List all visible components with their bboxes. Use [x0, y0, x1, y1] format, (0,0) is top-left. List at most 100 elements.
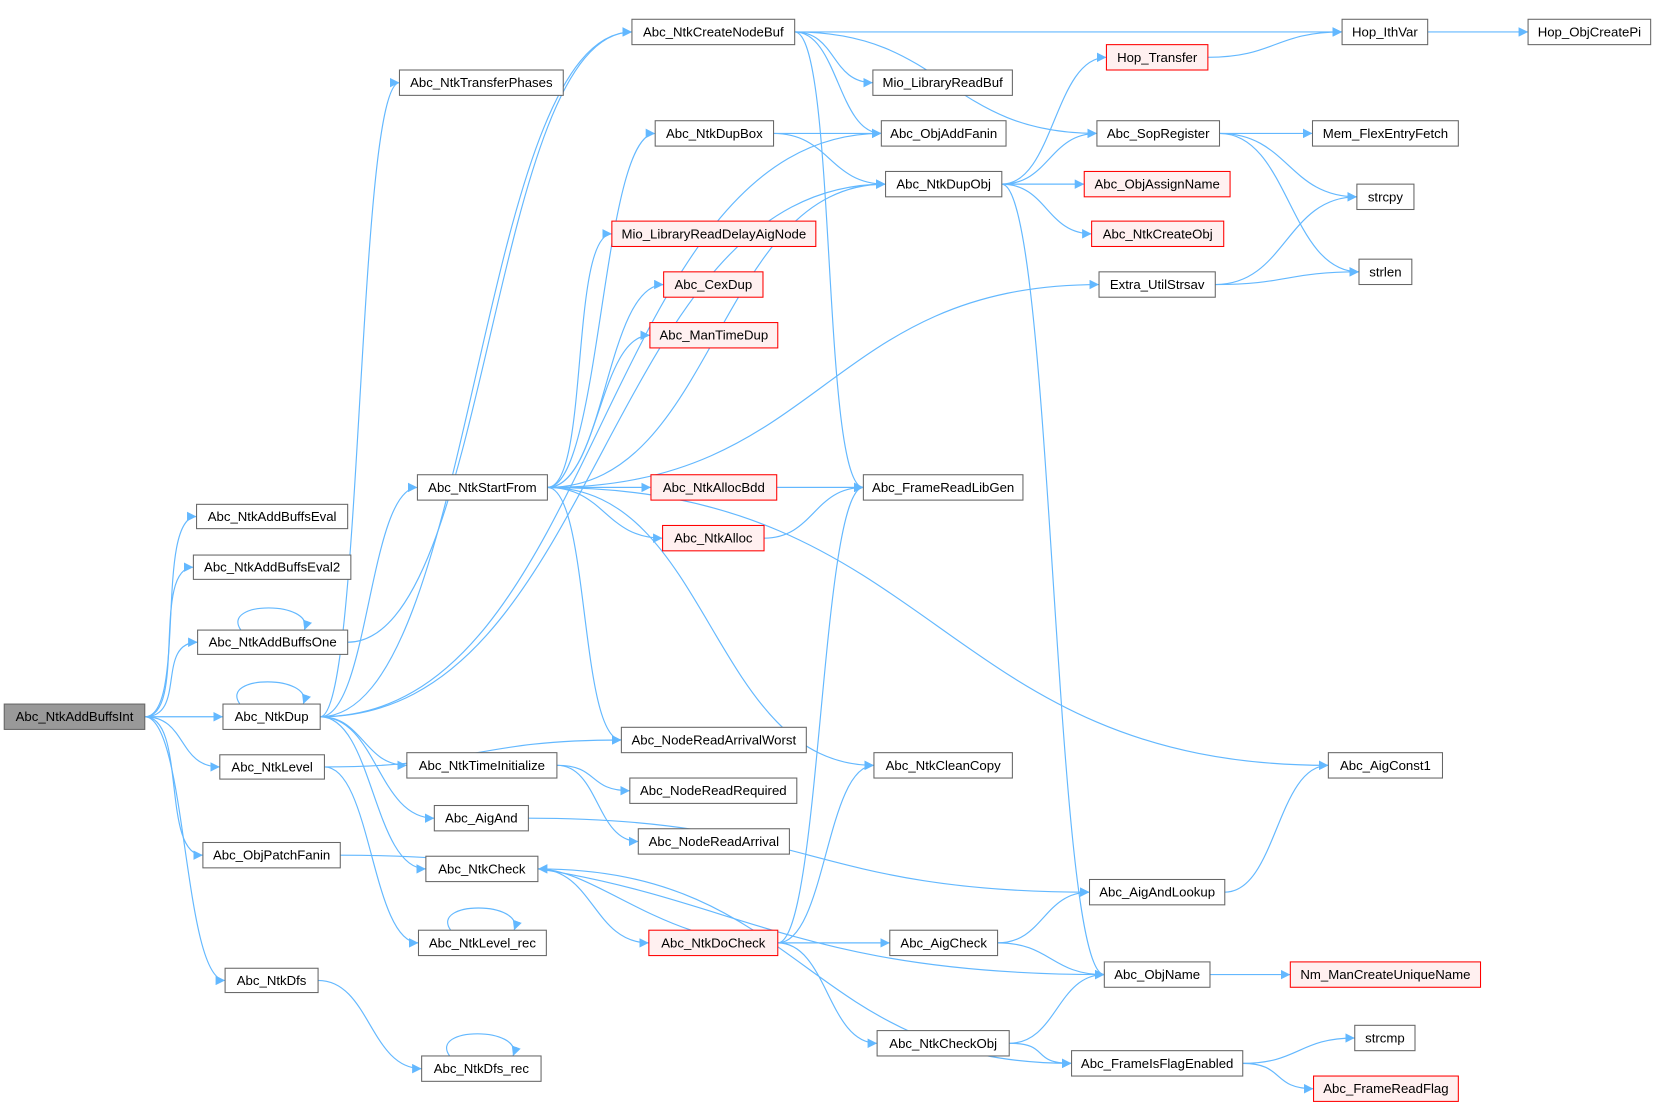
- edge-abc-ntkstartfrom-to-abc-nodereadarrivalworst: [547, 486, 622, 745]
- node-abc-framereadflag[interactable]: Abc_FrameReadFlag: [1313, 1075, 1459, 1102]
- node-abc-objpatchfanin[interactable]: Abc_ObjPatchFanin: [202, 841, 341, 869]
- edge-abc-ntkcreatenodebuf-to-abc-objaddfanin: [794, 31, 882, 139]
- node-abc-nodereadarrivalworst[interactable]: Abc_NodeReadArrivalWorst: [620, 726, 807, 754]
- node-abc-ntkalloc[interactable]: Abc_NtkAlloc: [662, 524, 765, 552]
- edge-abc-ntkdup-to-abc-ntktransferphases: [320, 78, 400, 718]
- node-abc-framereadlibgen[interactable]: Abc_FrameReadLibGen: [862, 474, 1024, 501]
- node-box: [416, 474, 548, 501]
- node-abc-sopregister[interactable]: Abc_SopRegister: [1096, 120, 1221, 147]
- node-label: Abc_NodeReadArrival: [649, 834, 780, 849]
- node-strcmp[interactable]: strcmp: [1354, 1024, 1416, 1052]
- edge-abc-ntkdfs-to-abc-ntkdfs-rec: [318, 979, 422, 1074]
- node-label: Abc_SopRegister: [1107, 126, 1210, 141]
- node-box: [885, 170, 1003, 198]
- node-label: Abc_ObjAddFanin: [890, 126, 997, 141]
- node-strlen[interactable]: strlen: [1358, 258, 1413, 286]
- node-abc-objassignname[interactable]: Abc_ObjAssignName: [1083, 170, 1231, 198]
- node-abc-aigandlookup[interactable]: Abc_AigAndLookup: [1088, 878, 1226, 906]
- edge-abc-ntkdupobj-to-abc-ntkcreateobj: [1001, 183, 1092, 239]
- edge-abc-ntkstartfrom-to-abc-ntkcleancopy: [547, 486, 874, 771]
- node-abc-ntkdocheck[interactable]: Abc_NtkDoCheck: [648, 929, 779, 957]
- node-abc-ntkaddbuffseval[interactable]: Abc_NtkAddBuffsEval: [196, 503, 349, 530]
- node-abc-ntkallocbdd[interactable]: Abc_NtkAllocBdd: [650, 474, 778, 501]
- node-label: Abc_NtkAllocBdd: [663, 480, 765, 495]
- node-abc-mantimedup[interactable]: Abc_ManTimeDup: [649, 322, 779, 349]
- node-abc-cexdup[interactable]: Abc_CexDup: [663, 271, 764, 298]
- edge-abc-ntktimeinitialize-to-abc-nodereadrequired: [556, 764, 630, 796]
- node-abc-ntklevel[interactable]: Abc_NtkLevel: [219, 754, 325, 780]
- node-strcpy[interactable]: strcpy: [1356, 183, 1415, 211]
- node-mem-flexentryfetch[interactable]: Mem_FlexEntryFetch: [1311, 120, 1459, 147]
- edge-abc-frameisflagenabled-to-strcmp: [1242, 1033, 1355, 1064]
- node-abc-aigand[interactable]: Abc_AigAnd: [433, 804, 529, 832]
- node-abc-objname[interactable]: Abc_ObjName: [1103, 961, 1211, 988]
- node-hop-objcreatepi[interactable]: Hop_ObjCreatePi: [1527, 18, 1652, 46]
- node-extra-utilstrsav[interactable]: Extra_UtilStrsav: [1098, 271, 1216, 298]
- node-label: Abc_NodeReadRequired: [640, 783, 787, 798]
- node-box: [880, 120, 1007, 147]
- node-abc-ntkdupobj[interactable]: Abc_NtkDupObj: [885, 170, 1003, 198]
- edge-abc-ntkcheckobj-to-abc-objname: [1009, 969, 1105, 1044]
- edge-abc-ntkdup-to-abc-ntkcreatenodebuf: [320, 27, 632, 718]
- node-box: [197, 629, 349, 655]
- node-abc-ntkcreateobj[interactable]: Abc_NtkCreateObj: [1091, 220, 1225, 248]
- node-abc-ntkdfs[interactable]: Abc_NtkDfs: [224, 967, 319, 994]
- edge-abc-ntklevel-rec-to-abc-ntklevel-rec: [447, 907, 522, 931]
- edge-abc-ntkdocheck-to-abc-framereadlibgen: [777, 482, 864, 944]
- node-box: [649, 322, 779, 349]
- node-abc-aigcheck[interactable]: Abc_AigCheck: [889, 929, 999, 957]
- node-mio-libraryreadbuf[interactable]: Mio_LibraryReadBuf: [872, 69, 1013, 96]
- node-label: Mem_FlexEntryFetch: [1323, 126, 1448, 141]
- node-box: [650, 474, 778, 501]
- node-abc-ntkdupbox[interactable]: Abc_NtkDupBox: [654, 120, 775, 147]
- node-box: [421, 1055, 542, 1082]
- node-abc-ntkcreatenodebuf[interactable]: Abc_NtkCreateNodeBuf: [631, 18, 796, 46]
- node-box: [192, 554, 352, 580]
- node-abc-ntklevel-rec[interactable]: Abc_NtkLevel_rec: [417, 929, 547, 957]
- node-label: Abc_FrameReadFlag: [1323, 1081, 1448, 1096]
- edge-abc-ntkaddbuffsone-to-abc-ntkaddbuffsone: [237, 607, 313, 631]
- node-box: [1091, 220, 1225, 248]
- node-label: Abc_NtkLevel: [231, 759, 312, 774]
- node-abc-frameisflagenabled[interactable]: Abc_FrameIsFlagEnabled: [1071, 1050, 1244, 1077]
- edge-abc-ntkdup-to-abc-objaddfanin: [320, 128, 882, 718]
- node-abc-ntktransferphases[interactable]: Abc_NtkTransferPhases: [398, 69, 564, 96]
- node-label: Abc_NtkCheckObj: [889, 1036, 997, 1051]
- node-label: strcmp: [1365, 1030, 1405, 1045]
- edge-abc-sopregister-to-strcpy: [1219, 132, 1357, 202]
- node-abc-ntkcleancopy[interactable]: Abc_NtkCleanCopy: [873, 752, 1013, 779]
- node-label: Abc_FrameReadLibGen: [872, 480, 1014, 495]
- node-label: Abc_NtkDup: [235, 709, 309, 724]
- node-abc-ntkstartfrom[interactable]: Abc_NtkStartFrom: [416, 474, 548, 501]
- edge-extra-utilstrsav-to-strlen: [1215, 267, 1359, 286]
- node-label: Abc_AigConst1: [1340, 758, 1431, 773]
- edge-abc-sopregister-to-strlen: [1219, 132, 1359, 277]
- node-abc-ntkdfs-rec[interactable]: Abc_NtkDfs_rec: [421, 1055, 542, 1082]
- node-hop-ithvar[interactable]: Hop_IthVar: [1341, 18, 1429, 46]
- node-label: strcpy: [1368, 189, 1404, 204]
- node-abc-objaddfanin[interactable]: Abc_ObjAddFanin: [880, 120, 1007, 147]
- node-label: Abc_AigAndLookup: [1099, 885, 1215, 900]
- node-abc-ntkaddbuffsone[interactable]: Abc_NtkAddBuffsOne: [197, 629, 349, 655]
- node-box: [873, 752, 1013, 779]
- node-abc-ntkdup[interactable]: Abc_NtkDup: [222, 703, 321, 730]
- node-label: Abc_NtkAlloc: [674, 531, 753, 546]
- node-hop-transfer[interactable]: Hop_Transfer: [1105, 44, 1209, 71]
- node-box: [889, 929, 999, 957]
- node-abc-ntkcheckobj[interactable]: Abc_NtkCheckObj: [876, 1030, 1010, 1057]
- edge-abc-aigandlookup-to-abc-aigconst1: [1224, 760, 1329, 893]
- node-abc-aigconst1[interactable]: Abc_AigConst1: [1327, 752, 1444, 779]
- node-abc-nodereadarrival[interactable]: Abc_NodeReadArrival: [637, 828, 790, 855]
- edge-abc-ntkcheck-to-abc-ntkdocheck: [537, 868, 649, 948]
- node-label: Abc_NtkDfs_rec: [434, 1061, 530, 1076]
- node-mio-libraryreaddelayaignode[interactable]: Mio_LibraryReadDelayAigNode: [611, 220, 817, 248]
- node-label: Abc_NtkAddBuffsInt: [16, 709, 134, 724]
- edge-abc-frameisflagenabled-to-abc-framereadflag: [1242, 1062, 1314, 1094]
- node-nm-mancreateuniquename[interactable]: Nm_ManCreateUniqueName: [1289, 961, 1482, 988]
- edge-abc-ntkstartfrom-to-extra-utilstrsav: [547, 279, 1100, 489]
- node-abc-ntkaddbuffseval2[interactable]: Abc_NtkAddBuffsEval2: [192, 554, 352, 580]
- node-abc-nodereadrequired[interactable]: Abc_NodeReadRequired: [629, 777, 798, 804]
- node-abc-ntktimeinitialize[interactable]: Abc_NtkTimeInitialize: [406, 752, 558, 779]
- node-abc-ntkcheck[interactable]: Abc_NtkCheck: [425, 855, 539, 883]
